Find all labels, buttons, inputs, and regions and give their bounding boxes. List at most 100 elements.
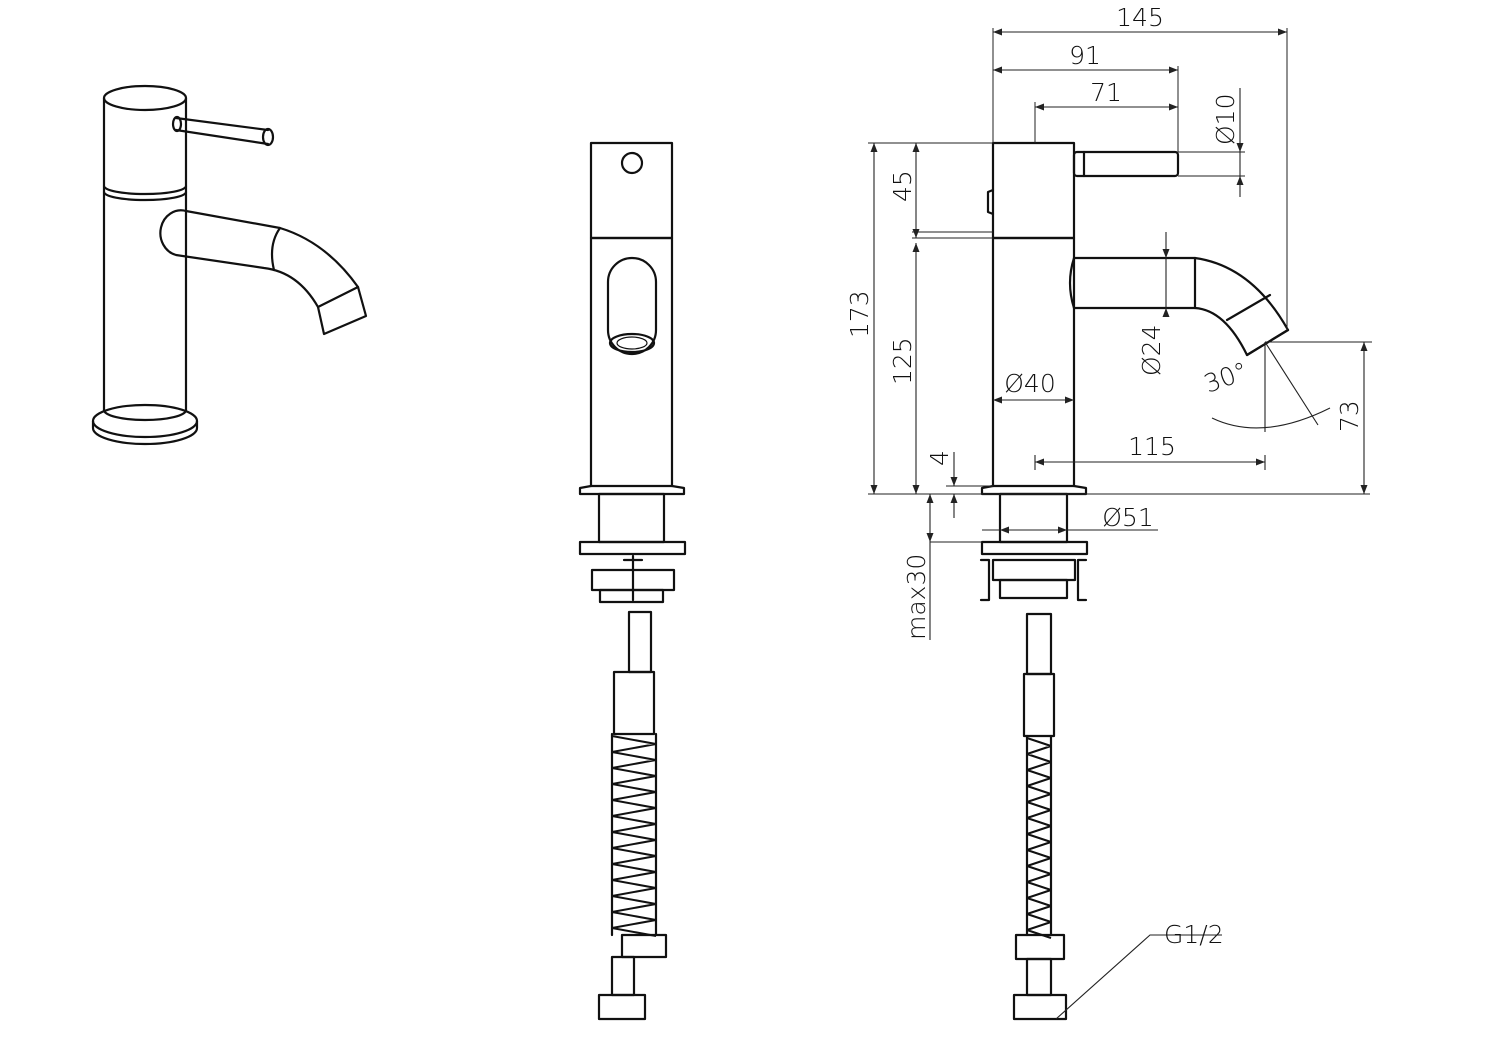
- leader-g12: [1055, 934, 1222, 1020]
- iso-base-rim: [91, 419, 199, 446]
- front-base-flange: [578, 484, 686, 496]
- arrowhead: [1169, 66, 1178, 74]
- label-145: 145: [1116, 3, 1164, 32]
- side-view: [979, 141, 1290, 1021]
- isometric-view: [91, 84, 368, 446]
- iso-body: [102, 96, 188, 412]
- front-hose-fitting: [627, 610, 653, 674]
- arrowhead: [1278, 28, 1287, 36]
- arrowhead: [950, 494, 958, 503]
- front-hex-nut-lower: [597, 993, 647, 1021]
- side-hose-fitting: [1025, 612, 1053, 676]
- arrowhead: [1360, 485, 1368, 494]
- arrowhead: [993, 396, 1002, 404]
- arrowhead: [926, 494, 934, 503]
- iso-body-bottom: [102, 408, 188, 422]
- arrowhead: [1360, 342, 1368, 351]
- side-washer: [980, 540, 1089, 556]
- label-4: 4: [925, 450, 954, 466]
- label-73: 73: [1335, 400, 1364, 432]
- arrowhead: [950, 477, 958, 486]
- iso-head-groove: [102, 184, 188, 202]
- side-spout: [1068, 256, 1290, 357]
- arrowhead: [870, 485, 878, 494]
- dim-30-arc: [1211, 407, 1331, 429]
- iso-lever-tip: [261, 127, 275, 147]
- label-91: 91: [1069, 41, 1101, 70]
- iso-top-cap: [102, 84, 188, 112]
- ext-top: [992, 28, 1288, 330]
- side-studs: [979, 558, 1088, 602]
- ext-left: [868, 142, 1370, 495]
- dim-30-legs: [1264, 341, 1319, 432]
- dimension-labels: 145 91 71 Ø10 173 45 125 Ø24 Ø40 30° 73 …: [845, 3, 1364, 949]
- dim-115: [1034, 455, 1266, 470]
- front-washer: [578, 540, 687, 556]
- arrowhead: [912, 243, 920, 252]
- label-71: 71: [1090, 78, 1122, 107]
- label-body-diameter: Ø40: [1004, 369, 1056, 398]
- side-lever: [1072, 150, 1180, 178]
- side-aerator: [1225, 293, 1290, 357]
- arrowheads: [870, 28, 1368, 542]
- iso-lever-root: [171, 115, 183, 133]
- iso-lever: [174, 116, 270, 146]
- arrowhead: [1169, 103, 1178, 111]
- side-plate: [991, 558, 1077, 582]
- side-hose-coil: [1026, 737, 1052, 939]
- arrowhead: [1035, 458, 1044, 466]
- front-hose-coupler: [612, 670, 656, 736]
- side-shank: [998, 492, 1069, 544]
- front-bolt: [622, 554, 644, 602]
- arrowhead: [1256, 458, 1265, 466]
- side-head: [991, 141, 1076, 240]
- front-shank: [597, 492, 666, 544]
- arrowhead: [1162, 249, 1170, 258]
- side-hex-nut-lower: [1012, 993, 1068, 1021]
- front-aerator: [608, 332, 656, 354]
- dim-max30: [929, 494, 982, 640]
- arrowhead: [993, 28, 1002, 36]
- arrowhead: [1000, 526, 1009, 534]
- label-spout-diameter: Ø24: [1137, 325, 1166, 377]
- iso-spout: [159, 209, 360, 309]
- arrowhead: [912, 143, 920, 152]
- arrowhead: [1035, 103, 1044, 111]
- iso-spout-bend: [270, 226, 282, 272]
- label-125: 125: [888, 337, 917, 385]
- arrowhead: [912, 485, 920, 494]
- side-hose-end: [1025, 957, 1053, 997]
- front-lever-hole: [620, 151, 644, 175]
- arrowhead: [993, 66, 1002, 74]
- arrowhead: [1065, 396, 1074, 404]
- iso-spout-aerator: [316, 285, 368, 336]
- side-hose-coupler: [1022, 672, 1056, 738]
- label-173: 173: [845, 290, 874, 338]
- front-aerator-inner: [616, 336, 648, 350]
- label-lever-diameter: Ø10: [1211, 94, 1240, 146]
- front-hex-nut-upper: [620, 933, 668, 959]
- arrowhead: [926, 533, 934, 542]
- label-base-diameter: Ø51: [1102, 503, 1154, 532]
- arrowhead: [870, 143, 878, 152]
- side-hex-nut-upper: [1014, 933, 1066, 961]
- dimension-lines: [868, 28, 1372, 1020]
- side-base-flange: [980, 484, 1088, 496]
- side-nut: [998, 578, 1069, 600]
- arrowhead: [1058, 526, 1067, 534]
- front-view: [578, 141, 687, 1021]
- front-nut: [598, 588, 665, 604]
- ext-lever: [1178, 151, 1245, 177]
- label-max30: max30: [902, 554, 931, 640]
- label-thread: G1/2: [1164, 920, 1224, 949]
- front-body: [589, 236, 674, 488]
- arrowhead: [1162, 308, 1170, 317]
- front-hose-end: [610, 955, 636, 997]
- arrowhead: [1236, 176, 1244, 185]
- label-angle: 30°: [1200, 356, 1252, 398]
- label-45: 45: [888, 170, 917, 202]
- arrowhead: [912, 229, 920, 238]
- label-115: 115: [1128, 432, 1176, 461]
